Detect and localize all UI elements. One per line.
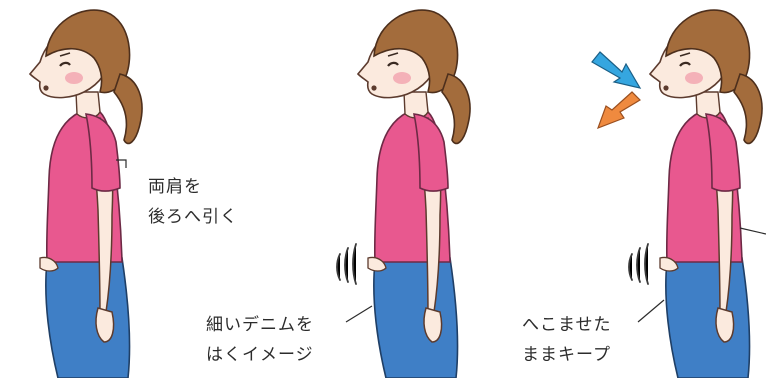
leader-line-2 — [345, 305, 373, 323]
label-line: へこませた — [522, 315, 612, 335]
leader-line-4 — [739, 227, 766, 235]
figure-1 — [28, 9, 144, 378]
inhale-arrow-icon — [591, 51, 642, 89]
exhale-arrow-icon — [596, 91, 641, 130]
motion-lines-icon — [336, 243, 357, 285]
belly-keep-instruction-label: へこませた ままキープ — [522, 310, 612, 370]
shoulder-instruction-label: 両肩を 後ろへ引く — [148, 172, 238, 232]
leader-line-1 — [116, 159, 127, 168]
label-line: 両肩を — [148, 177, 202, 197]
leader-line-3 — [637, 299, 665, 323]
label-line: ままキープ — [522, 345, 611, 365]
figure-3 — [648, 9, 764, 378]
label-line: 細いデニムを — [206, 315, 314, 335]
motion-lines-icon — [628, 243, 649, 285]
denim-instruction-label: 細いデニムを はくイメージ — [206, 310, 314, 370]
figure-2 — [356, 9, 472, 378]
label-line: はくイメージ — [206, 345, 314, 365]
label-line: 後ろへ引く — [148, 207, 238, 227]
